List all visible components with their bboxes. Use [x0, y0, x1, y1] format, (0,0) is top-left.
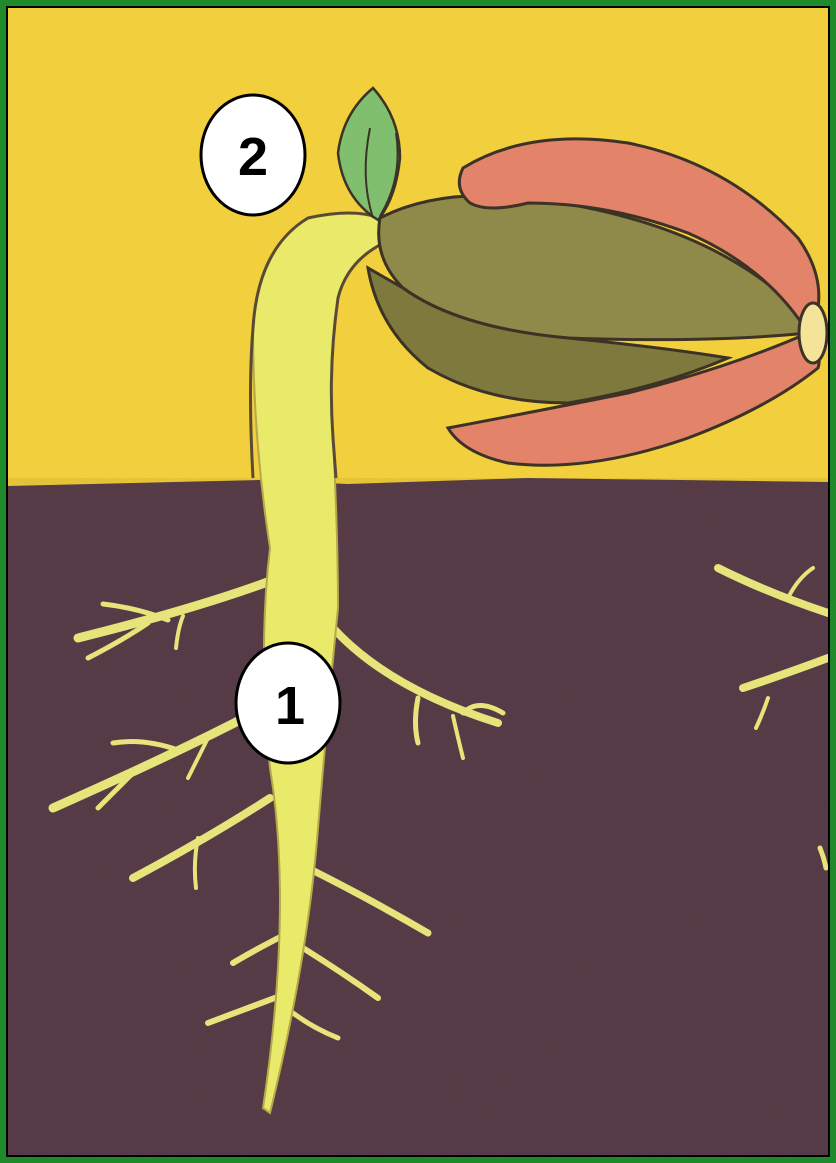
label-2: 2 — [201, 95, 305, 215]
seed-tip — [799, 303, 827, 363]
label-1: 1 — [236, 643, 340, 763]
label-1-text: 1 — [275, 676, 305, 736]
diagram-canvas: 2 1 — [8, 8, 828, 1155]
seedling-illustration: 2 1 — [8, 8, 828, 1155]
label-2-text: 2 — [238, 127, 268, 187]
